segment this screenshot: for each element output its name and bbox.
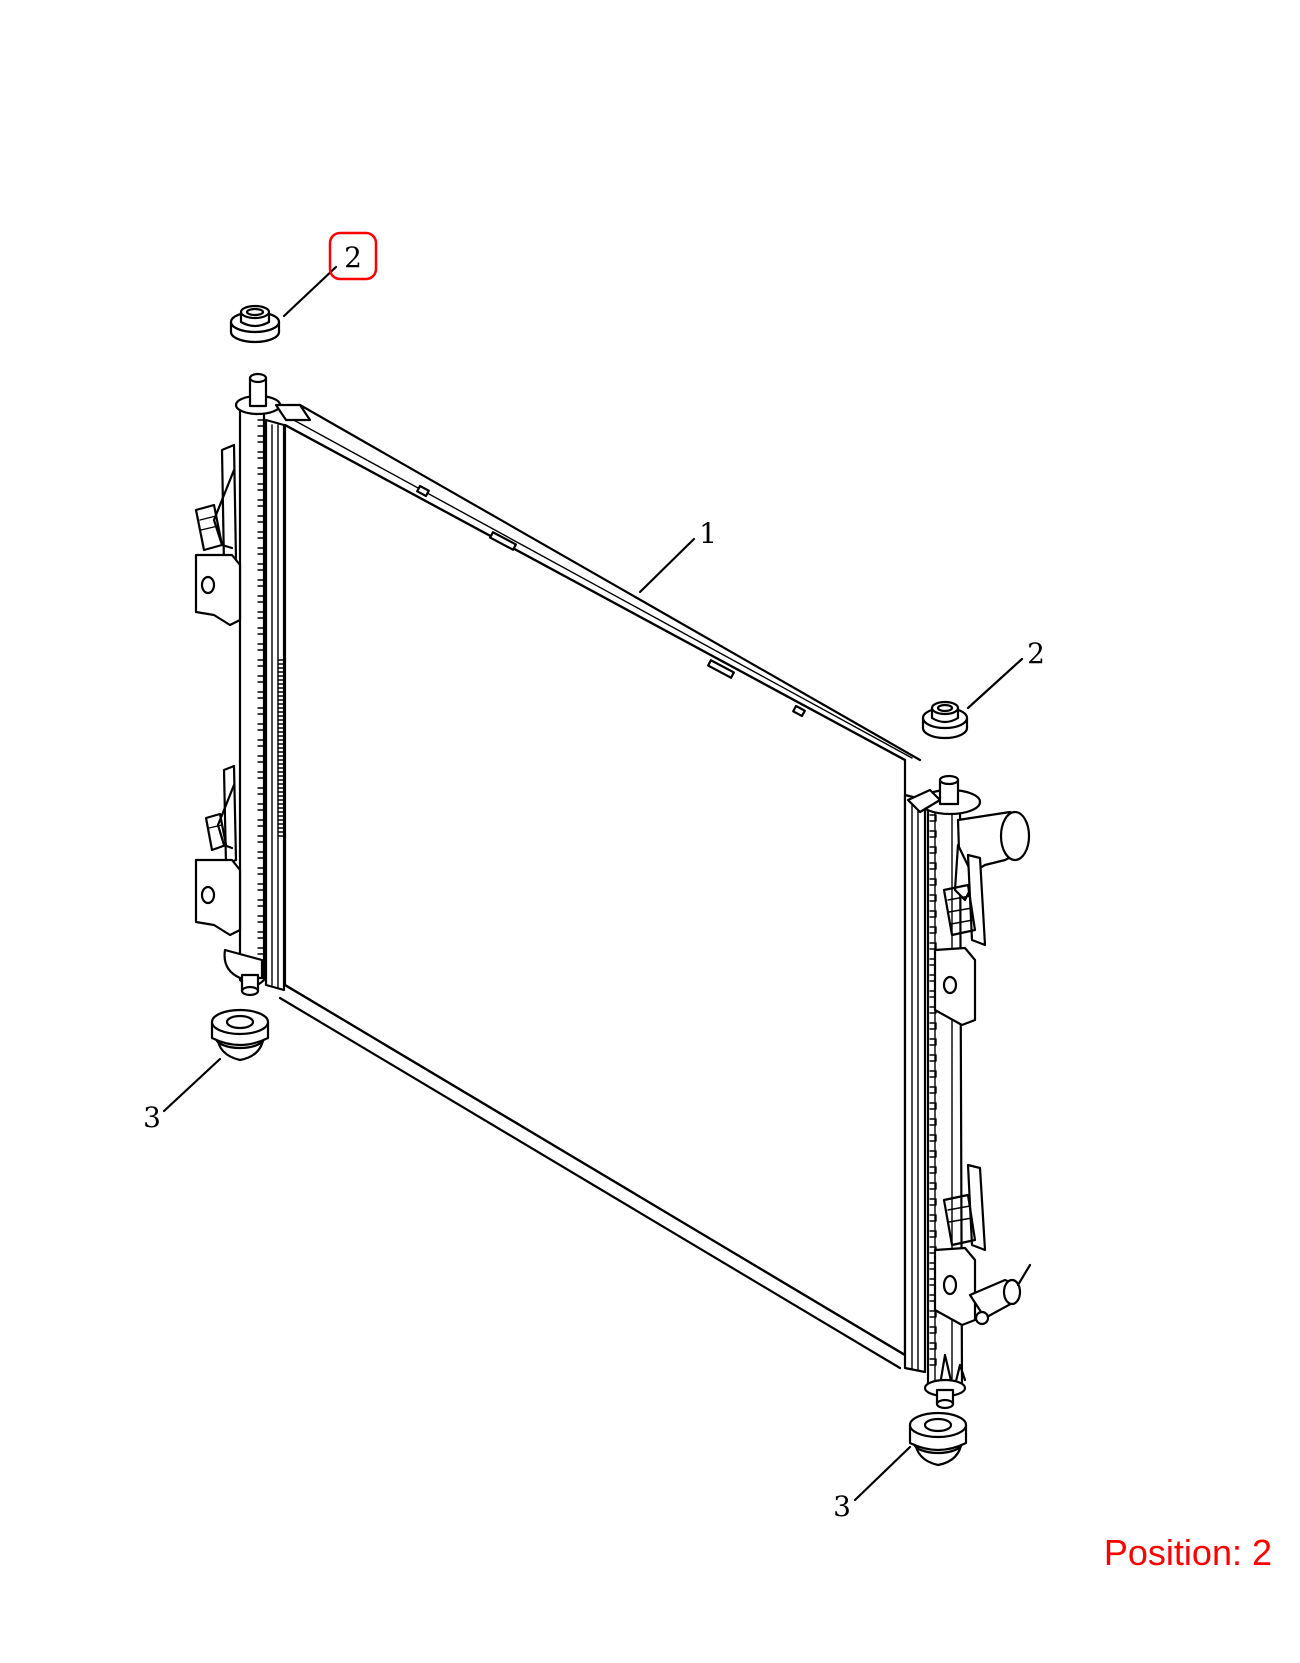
grommet-top-right <box>921 700 969 740</box>
tank-serration-tick <box>929 942 937 950</box>
leader-line-3b <box>853 1445 912 1502</box>
tank-serration-tick <box>257 515 265 523</box>
tank-serration-tick <box>257 627 265 635</box>
tank-serration-tick <box>257 659 265 667</box>
leader-line-3a <box>162 1057 222 1113</box>
tank-serration-tick <box>929 1166 937 1174</box>
tank-serration-tick <box>257 899 265 907</box>
tank-serration-tick <box>929 1102 937 1110</box>
grommet-bottom-left <box>210 1008 270 1062</box>
tank-serration-tick <box>929 1022 937 1030</box>
tank-serration-tick <box>257 451 265 459</box>
callout-1[interactable]: 1 <box>699 517 717 550</box>
tank-serration-tick <box>929 862 937 870</box>
tank-serration-tick <box>929 1326 937 1334</box>
grommet-top-left <box>229 304 281 344</box>
tank-serration-tick <box>929 910 937 918</box>
tank-serration-tick <box>929 1182 937 1190</box>
tank-serration-tick <box>929 878 937 886</box>
tank-serration-tick <box>257 819 265 827</box>
callout-2-right[interactable]: 2 <box>1027 637 1045 670</box>
radiator-core <box>278 403 922 1370</box>
tank-serration-tick <box>257 723 265 731</box>
leader-line-2a <box>282 265 338 318</box>
leader-lines <box>162 265 1024 1502</box>
tank-serration-tick <box>257 915 265 923</box>
tank-serration-tick <box>257 499 265 507</box>
callout-2-top-left[interactable]: 2 <box>344 241 362 274</box>
position-label: Position: 2 <box>1103 1532 1272 1573</box>
tank-serration-tick <box>929 1150 937 1158</box>
tank-serration-tick <box>257 835 265 843</box>
tank-serration-tick <box>929 1358 937 1366</box>
tank-serration-tick <box>929 1086 937 1094</box>
tank-serration-tick <box>929 1230 937 1238</box>
leader-line-1 <box>638 537 696 594</box>
tank-serration-tick <box>257 739 265 747</box>
grommet-bottom-right <box>908 1411 968 1467</box>
leader-line-2b <box>966 657 1024 710</box>
tank-serration-tick <box>929 1070 937 1078</box>
tank-serration-tick <box>257 707 265 715</box>
tank-serration-tick <box>929 1198 937 1206</box>
tank-serration-tick <box>257 611 265 619</box>
tank-serration-tick <box>257 947 265 955</box>
highlight-box <box>328 231 378 281</box>
tank-serration-tick <box>929 846 937 854</box>
tank-serration-tick <box>929 926 937 934</box>
tank-serration-tick <box>257 675 265 683</box>
callout-3-left[interactable]: 3 <box>143 1101 161 1134</box>
tank-serration-tick <box>257 867 265 875</box>
right-side-tank <box>903 774 1032 1410</box>
tank-serration-tick <box>929 1310 937 1318</box>
tank-serration-tick <box>929 830 937 838</box>
tank-serration-tick <box>929 814 937 822</box>
tank-serration-tick <box>929 894 937 902</box>
tank-serration-tick <box>257 803 265 811</box>
tank-serration-tick <box>929 1118 937 1126</box>
tank-serration-tick <box>257 643 265 651</box>
tank-serration-tick <box>257 435 265 443</box>
tank-serration-tick <box>257 531 265 539</box>
tank-serration-tick <box>257 851 265 859</box>
tank-serration-tick <box>929 1342 937 1350</box>
tank-serration-tick <box>257 771 265 779</box>
tank-serration-tick <box>257 787 265 795</box>
tank-serration-tick <box>257 883 265 891</box>
left-side-tank <box>194 372 312 997</box>
tank-serration-tick <box>929 1038 937 1046</box>
tank-serration-tick <box>257 547 265 555</box>
tank-serration-tick <box>257 467 265 475</box>
callout-3-right[interactable]: 3 <box>833 1490 851 1523</box>
tank-serration-tick <box>929 1054 937 1062</box>
tank-serration-tick <box>257 579 265 587</box>
tank-serration-tick <box>257 419 265 427</box>
tank-serration-tick <box>257 563 265 571</box>
tank-serration-tick <box>257 691 265 699</box>
tank-serration-tick <box>257 595 265 603</box>
tank-serration-tick <box>257 483 265 491</box>
tank-serration-tick <box>929 1134 937 1142</box>
tank-serration-tick <box>929 1214 937 1222</box>
tank-serration-tick <box>257 931 265 939</box>
tank-serration-tick <box>257 755 265 763</box>
